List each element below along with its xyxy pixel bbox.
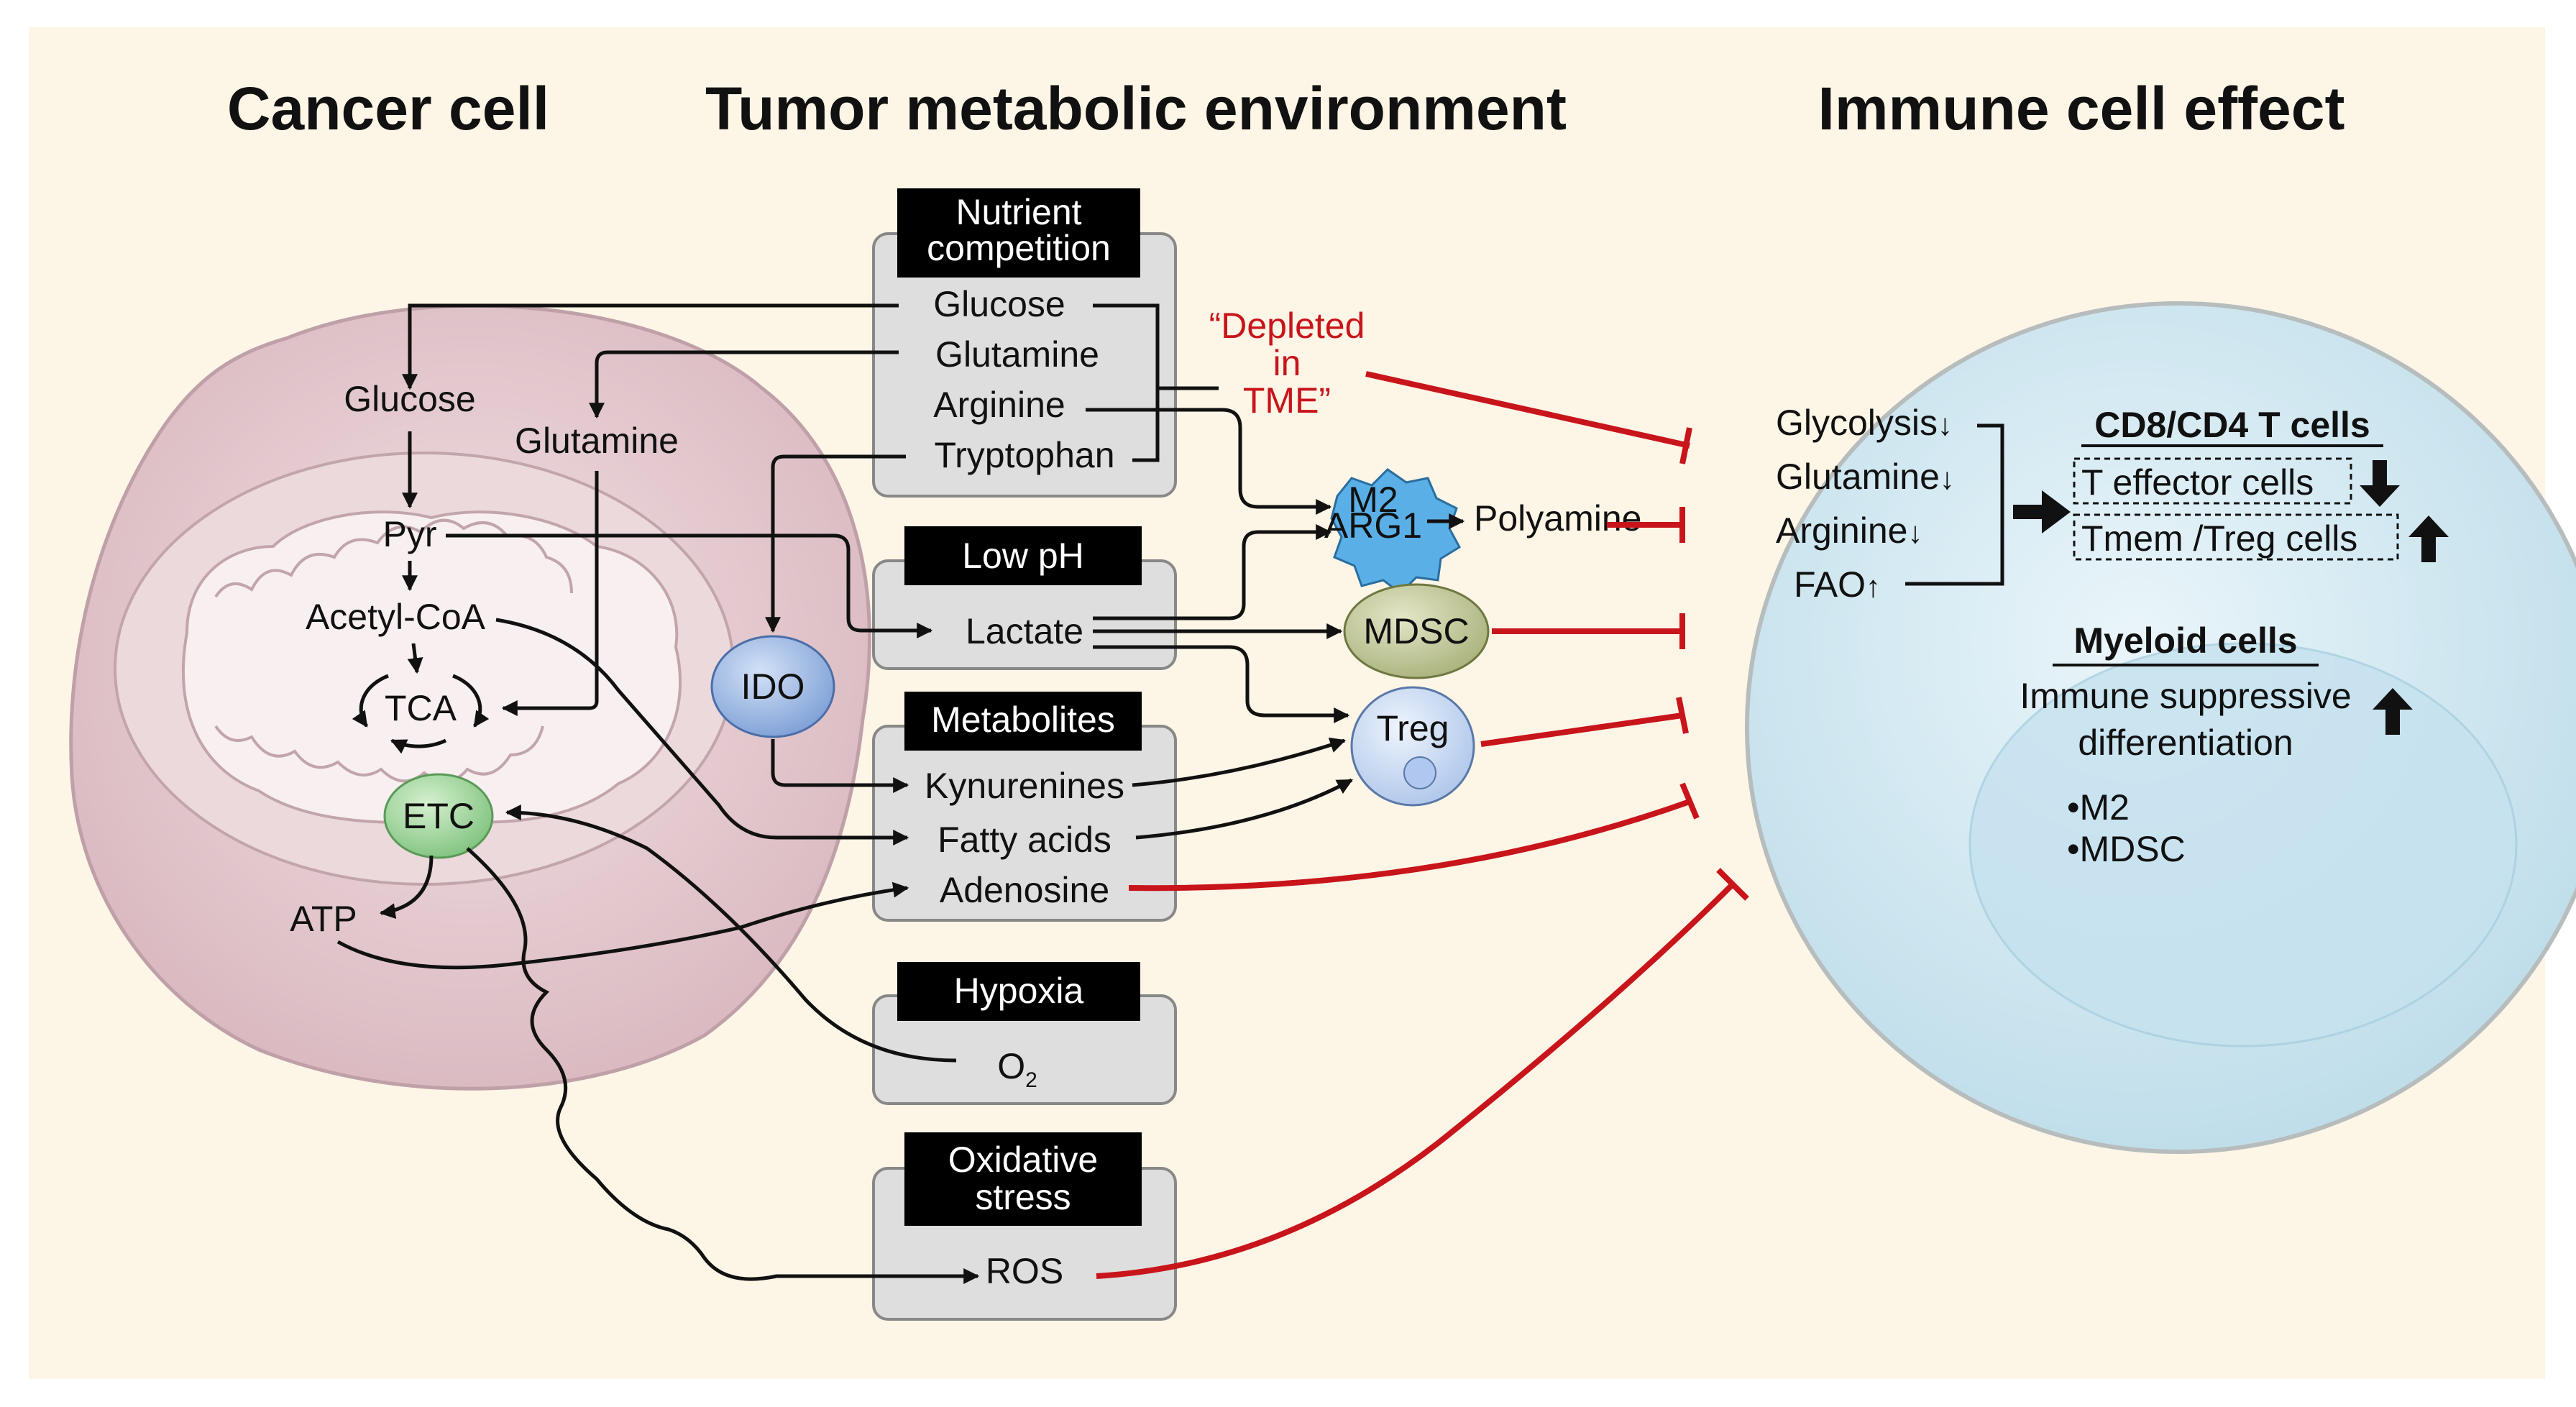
atp-to-adenosine-arrow [336, 881, 909, 970]
bracket-arrow [2013, 490, 2071, 533]
acetylcoa-to-tca-arrow [407, 643, 423, 674]
low-ph-title-bg [904, 526, 1142, 585]
o2-label: O2 [997, 1046, 1037, 1092]
treg-inhibition-line [1480, 712, 1683, 747]
nutrient-glutamine: Glutamine [935, 334, 1099, 375]
tryptophan-to-ido-arrow [765, 454, 906, 633]
tca-cycle-arrow-right [452, 674, 490, 728]
arginine-to-m2-arrow [1086, 408, 1332, 515]
depleted-line3: TME” [1243, 380, 1331, 421]
nutrient-bracket [1093, 303, 1160, 462]
oxidative-title-line2: stress [975, 1177, 1071, 1217]
cristae-folds-bottom [214, 725, 544, 783]
cristae-folds-top [214, 518, 573, 598]
o2-to-etc-arrow [505, 805, 957, 1063]
tmem-label: Tmem /Treg cells [2081, 518, 2357, 559]
etc-to-ros-arrow [466, 847, 980, 1284]
m2-label: M2 [1348, 480, 1398, 520]
myeloid-up-arrow [2373, 688, 2413, 735]
treg-node [1350, 686, 1475, 807]
imm-fao: FAO↑ [1794, 564, 1881, 605]
adenosine-inhibition-line [1128, 799, 1691, 892]
glutamine-uptake-arrow [589, 350, 899, 419]
header-cancer-cell: Cancer cell [227, 75, 549, 142]
m2-arg1-cell [1330, 468, 1461, 595]
arg1-label: ARG1 [1324, 505, 1422, 546]
glutamine-to-tca-arrow [501, 471, 599, 716]
depleted-line2: in [1273, 343, 1301, 383]
header-tumor-environment: Tumor metabolic environment [705, 75, 1567, 142]
treg-inhibition-bar [1676, 697, 1689, 734]
tca-cycle-arrow-left [352, 674, 389, 728]
myeloid-title: Myeloid cells [2073, 620, 2297, 661]
etc-to-atp-arrow [379, 855, 434, 920]
metabolite-kynurenines: Kynurenines [925, 766, 1124, 806]
differentiation-label: differentiation [2078, 723, 2293, 763]
metabolite-fatty-acids: Fatty acids [938, 820, 1111, 860]
pyr-label: Pyr [383, 514, 437, 554]
etc-node [383, 773, 494, 859]
depleted-inhibition-line [1365, 371, 1690, 449]
ros-inhibition-line [1096, 882, 1735, 1279]
tmem-box [2073, 513, 2399, 561]
imm-glycolysis: Glycolysis↓ [1776, 403, 1953, 443]
nutrient-title-line2: competition [927, 228, 1111, 268]
nutrient-competition-title-bg [897, 188, 1140, 278]
nutrient-title-line1: Nutrient [955, 192, 1081, 232]
acetylcoa-to-fattyacids-arrow [495, 618, 909, 845]
treg-label: Treg [1377, 708, 1449, 748]
glucose-uptake-arrow [402, 303, 899, 390]
adenosine-inhibition-bar [1679, 782, 1700, 820]
hypoxia-title-bg [897, 962, 1140, 1021]
low-ph-title: Low pH [962, 536, 1084, 576]
treg-nucleus [1403, 756, 1436, 789]
depleted-line1: “Depleted [1209, 306, 1365, 346]
oxidative-title-line1: Oxidative [948, 1140, 1098, 1180]
metabolites-title: Metabolites [931, 700, 1115, 740]
fattyacids-to-treg-arrow [1135, 778, 1353, 840]
cancer-glutamine-label: Glutamine [515, 421, 679, 461]
pyr-to-lactate-arrow [446, 533, 933, 638]
tcell-title: CD8/CD4 T cells [2094, 405, 2370, 445]
oxidative-title-bg [904, 1132, 1142, 1226]
imm-glutamine: Glutamine↓ [1776, 457, 1955, 497]
teffector-down-arrow [2360, 460, 2400, 507]
mitochondrion-cristae [181, 510, 682, 824]
ros-inhibition-bar [1716, 868, 1749, 901]
mdsc-node [1343, 583, 1490, 679]
teffector-label: T effector cells [2081, 462, 2314, 503]
acetyl-coa-label: Acetyl-CoA [306, 597, 486, 637]
ido-label: IDO [741, 666, 805, 707]
ido-node [710, 635, 835, 738]
ido-to-kynurenines-arrow [771, 739, 909, 793]
depleted-inhibition-bar [1679, 427, 1692, 464]
immune-cell-nucleus [1968, 642, 2518, 1048]
tca-label: TCA [385, 688, 457, 728]
myeloid-item-m2: •M2 [2067, 787, 2130, 828]
nutrient-glucose: Glucose [933, 284, 1065, 324]
kynurenines-to-treg-arrow [1132, 737, 1347, 787]
tmem-up-arrow [2408, 515, 2449, 562]
etc-label: ETC [403, 796, 475, 836]
nutrient-tryptophan: Tryptophan [934, 435, 1114, 475]
polyamine-label: Polyamine [1474, 498, 1641, 538]
immune-suppressive-label: Immune suppressive [2020, 676, 2351, 716]
atp-label: ATP [290, 899, 357, 939]
imm-arginine: Arginine↓ [1776, 510, 1922, 551]
metabolite-adenosine: Adenosine [940, 870, 1109, 910]
metabolites-title-bg [904, 692, 1142, 751]
mdsc-label: MDSC [1363, 611, 1469, 651]
lactate-to-m2-arrow [1093, 524, 1332, 620]
header-immune-effect: Immune cell effect [1818, 75, 2345, 142]
ros-label: ROS [986, 1251, 1063, 1291]
tca-cycle-arrow-bottom [390, 738, 447, 754]
metabolism-bracket [1905, 423, 2004, 586]
myeloid-item-mdsc: •MDSC [2067, 829, 2186, 869]
lactate-label: Lactate [966, 611, 1083, 651]
nutrient-arginine: Arginine [933, 385, 1065, 425]
lactate-to-treg-arrow [1093, 645, 1350, 723]
hypoxia-title: Hypoxia [954, 971, 1084, 1011]
